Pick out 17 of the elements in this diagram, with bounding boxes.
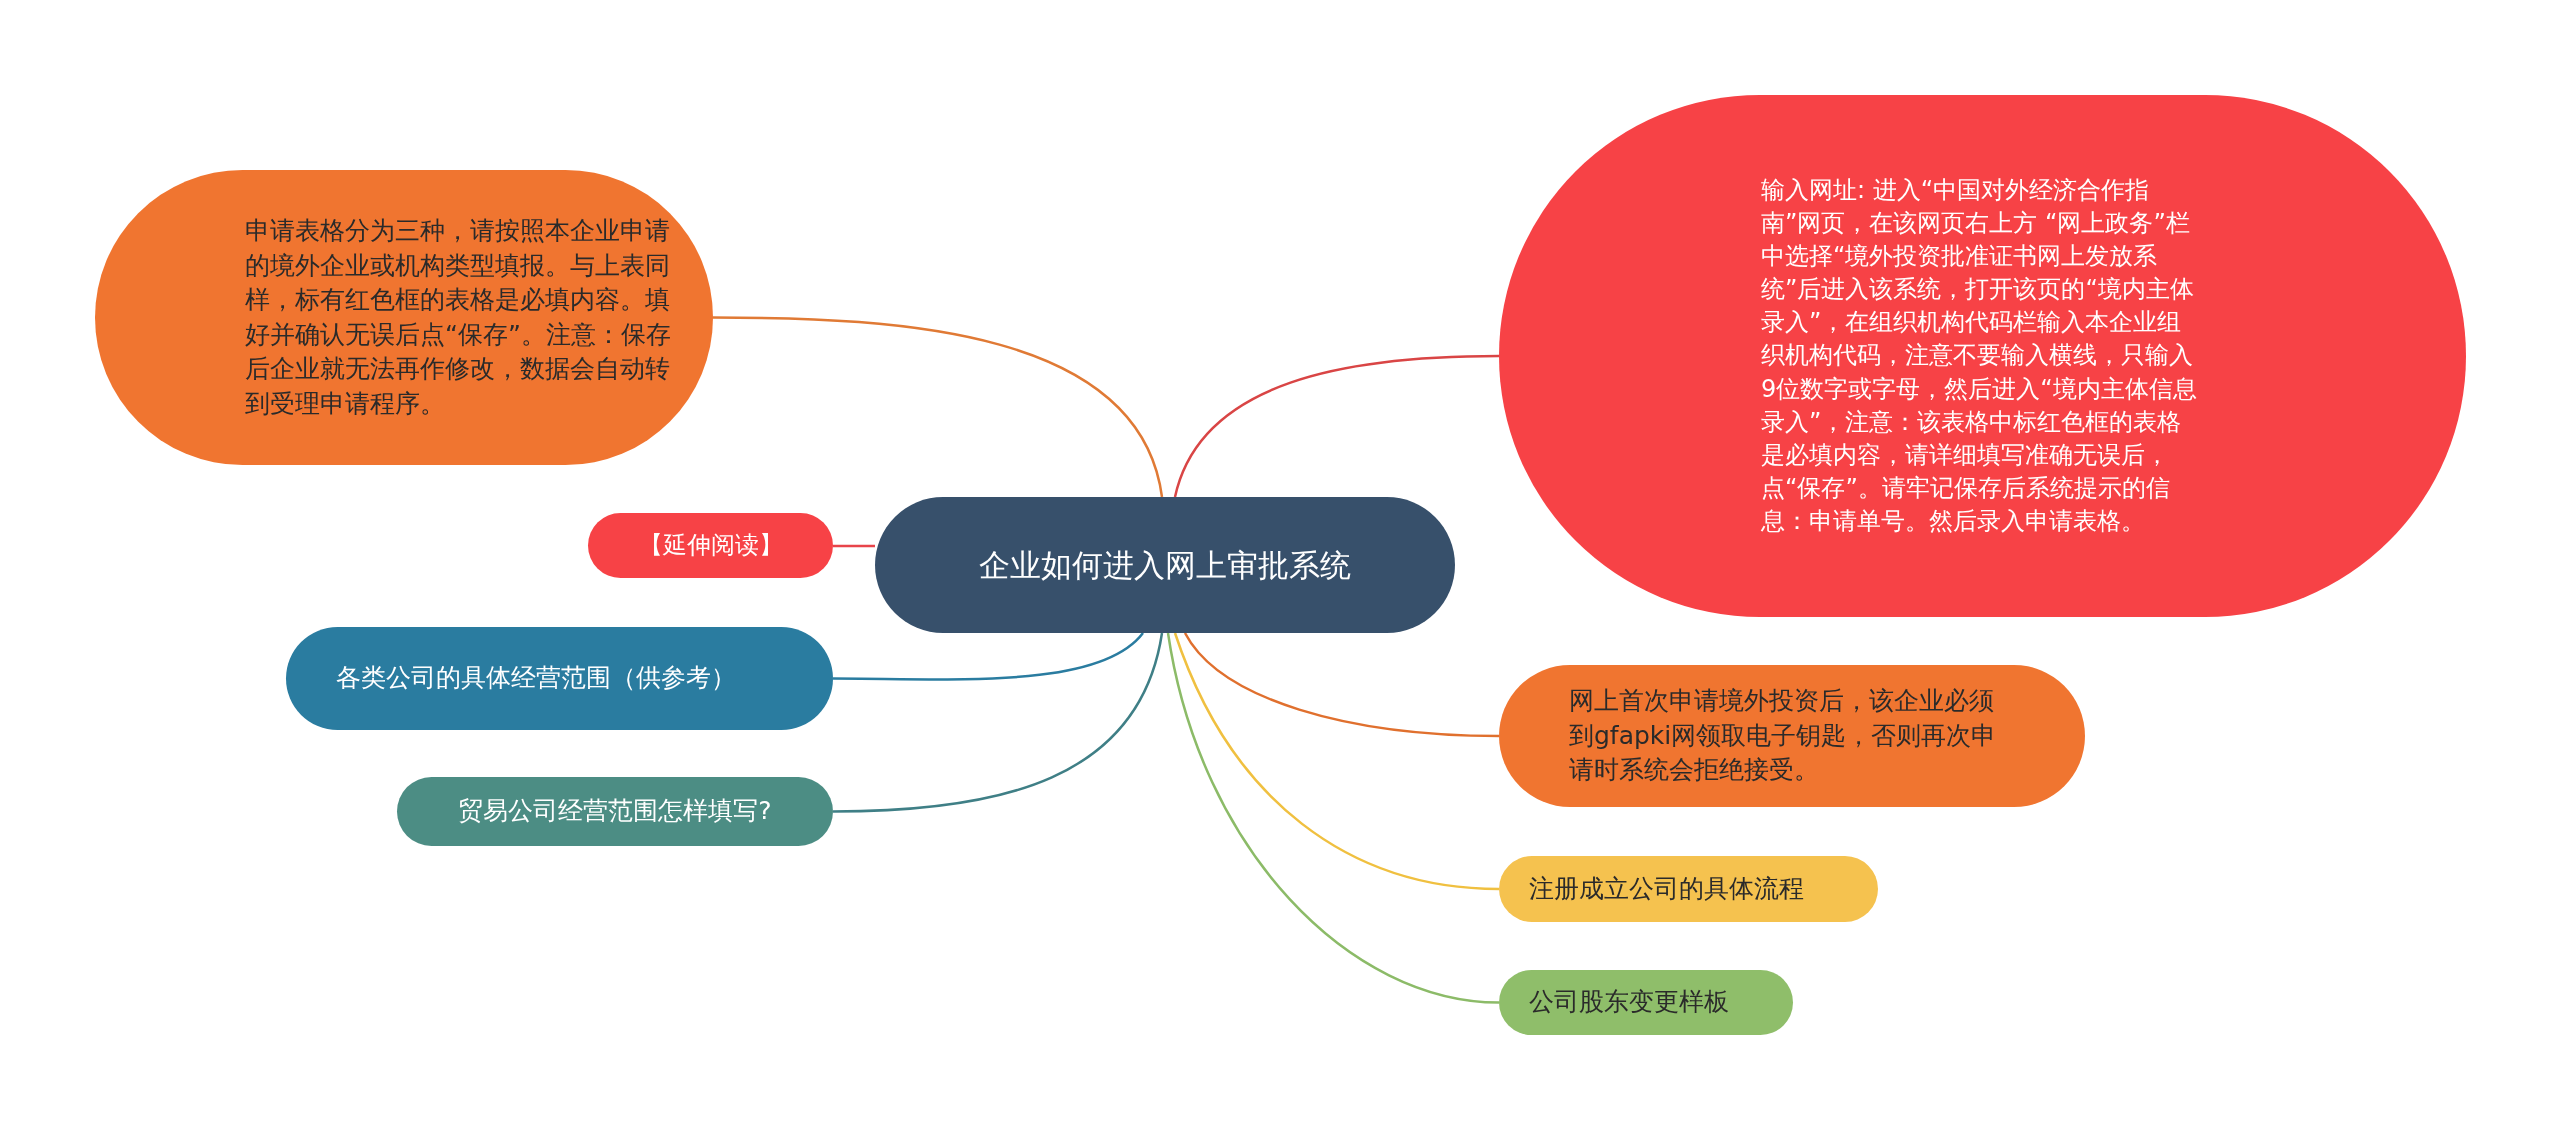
topic-text: 注册成立公司的具体流程 bbox=[1529, 872, 1805, 905]
topic-text: 申请表格分为三种，请按照本企业申请的境外企业或机构类型填报。与上表同样，标有红色框的表格是必填内容。填好并确认无误后点“保存”。注意：保存后企业就无法再作修改，数据会自动转到受理申请程序。 bbox=[245, 215, 672, 420]
topic-text: 【延伸阅读】 bbox=[637, 529, 784, 561]
connector-line bbox=[1173, 354, 1499, 498]
connector-line bbox=[1183, 632, 1500, 738]
connector-line bbox=[1166, 632, 1500, 1004]
connector-line bbox=[833, 632, 1144, 681]
connector-line bbox=[1173, 632, 1500, 891]
topic-text: 贸易公司经营范围怎样填写? bbox=[457, 795, 773, 828]
connector-line bbox=[832, 632, 1164, 813]
topic-text: 公司股东变更样板 bbox=[1529, 986, 1730, 1019]
topic-text: 输入网址: 进入“中国对外经济合作指南”网页，在该网页右上方 “网上政务”栏中选择“境外投资批准证书网上发放系统”后进入该系统，打开该页的“境内主体录入”，在组织机构代码栏输入本企业组织机构代码，注意不要输入横线，只输入9位数字或字母，然后进入“境内主体信息录入”，注意：该表格中标红色框的表格是必填内容，请详细填写准确无误后，点“保存”。请牢记保存后系统提示的信息：申请单号。然后录入申请表格。 bbox=[1761, 174, 2198, 537]
topic-text: 企业如何进入网上审批系统 bbox=[978, 545, 1352, 585]
topic-text: 各类公司的具体经营范围（供参考） bbox=[336, 662, 737, 695]
connector-line bbox=[833, 544, 875, 548]
topic-text: 网上首次申请境外投资后，该企业必须到gfapki网领取电子钥匙，否则再次申请时系统会拒绝接受。 bbox=[1569, 685, 1998, 787]
connector-line bbox=[713, 316, 1164, 498]
